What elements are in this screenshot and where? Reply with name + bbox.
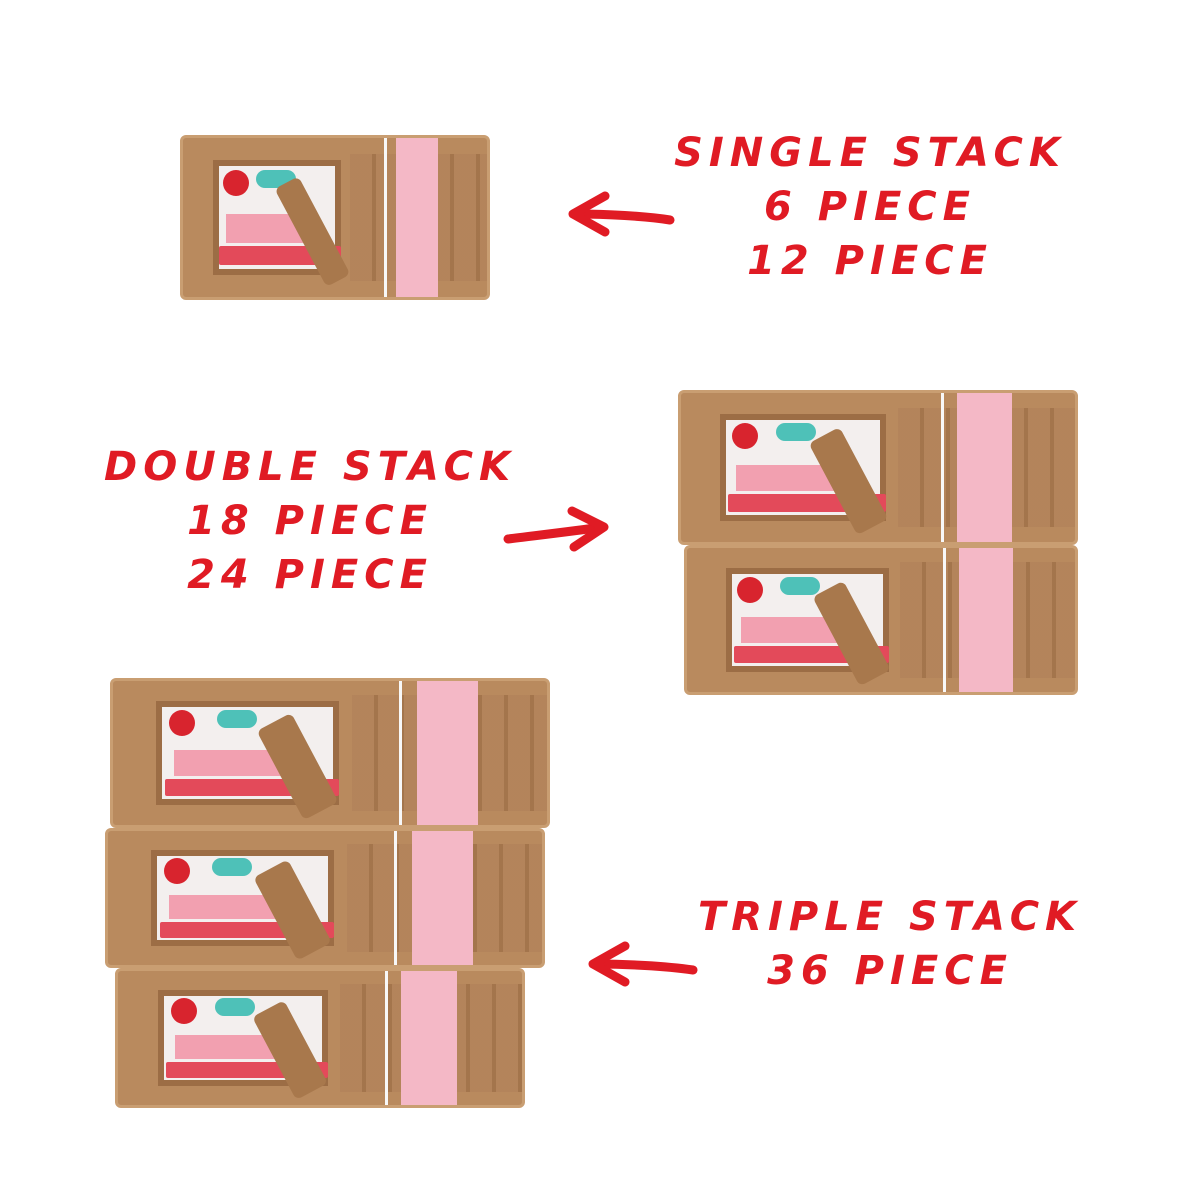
single-stack-label: Single Stack 6 Piece 12 Piece: [660, 126, 1080, 288]
option-title: Triple Stack: [697, 894, 1083, 940]
triple-stack-label: Triple Stack 36 Piece: [680, 890, 1100, 998]
triple-stack-photo: [105, 678, 550, 1118]
option-piece: 24 Piece: [187, 552, 433, 598]
arrow-right-icon: [503, 506, 609, 552]
option-piece: 6 Piece: [764, 184, 976, 230]
single-stack-photo: [180, 135, 490, 300]
double-stack-label: Double Stack 18 Piece 24 Piece: [100, 440, 520, 602]
option-title: Single Stack: [674, 130, 1066, 176]
option-title: Double Stack: [104, 444, 516, 490]
arrow-left-icon: [588, 941, 698, 987]
option-piece: 18 Piece: [187, 498, 433, 544]
double-stack-photo: [678, 390, 1078, 700]
arrow-left-icon: [568, 191, 675, 237]
option-piece: 12 Piece: [747, 238, 993, 284]
option-piece: 36 Piece: [767, 948, 1013, 994]
